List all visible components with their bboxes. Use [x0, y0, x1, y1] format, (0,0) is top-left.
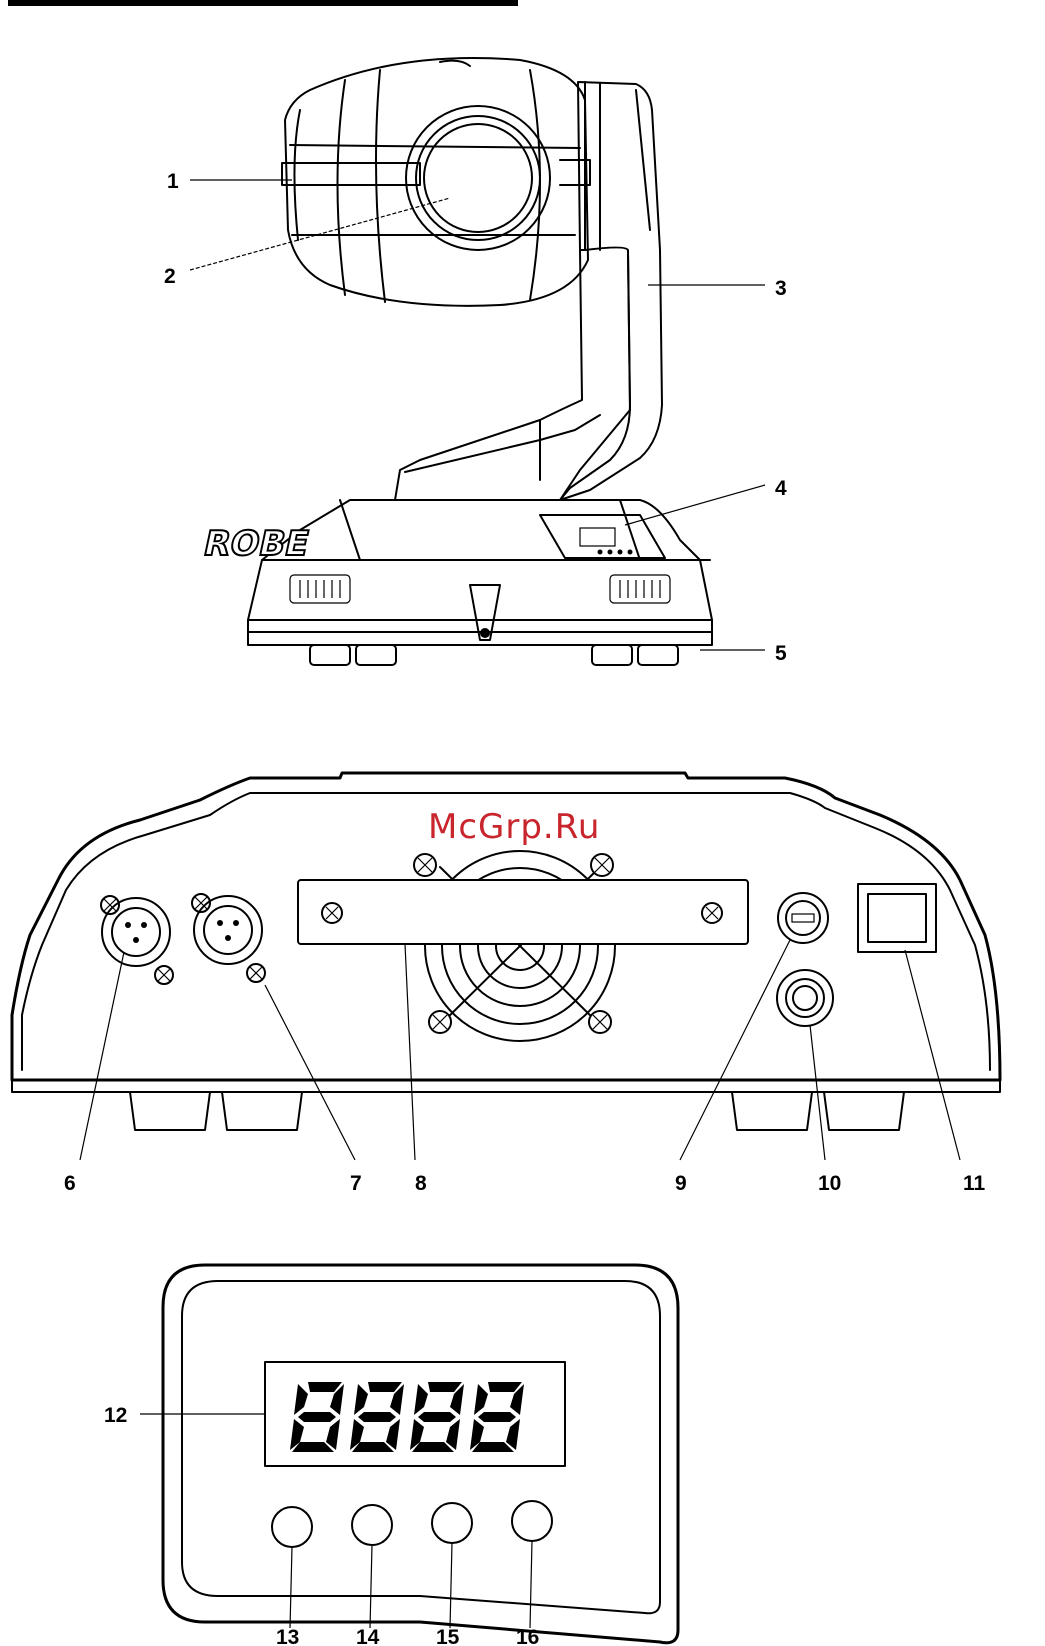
- callout-14: 14: [356, 1626, 380, 1646]
- callout-3: 3: [775, 277, 787, 300]
- digit-1-segment-f: [294, 1384, 308, 1415]
- panel-button-4: [512, 1501, 552, 1541]
- callout-16: 16: [516, 1626, 539, 1646]
- callout-1: 1: [167, 170, 179, 193]
- callout-4: 4: [775, 477, 787, 500]
- brand-logo: ROBE: [200, 524, 313, 564]
- callout-15: 15: [436, 1626, 460, 1646]
- callout-7: 7: [350, 1172, 362, 1195]
- fixture-side-view: ROBE: [190, 58, 765, 665]
- callout-11: 11: [963, 1172, 986, 1195]
- watermark: McGrp.Ru: [428, 807, 600, 847]
- panel-button-3: [432, 1503, 472, 1543]
- side-vent-right: [610, 575, 670, 603]
- power-input: [777, 970, 833, 1026]
- digit-3-segment-g: [418, 1412, 456, 1422]
- digit-4-segment-d: [472, 1442, 514, 1452]
- digit-2-segment-d: [352, 1442, 394, 1452]
- callout-6: 6: [64, 1172, 76, 1195]
- digit-1-segment-d: [292, 1442, 334, 1452]
- side-vent-left: [290, 575, 350, 603]
- callout-8: 8: [415, 1172, 427, 1195]
- callout-10: 10: [818, 1172, 841, 1195]
- digit-3-segment-a: [428, 1382, 462, 1392]
- digit-2-segment-c: [386, 1419, 400, 1450]
- callout-13: 13: [276, 1626, 299, 1646]
- panel-button-2: [352, 1505, 392, 1545]
- digit-1-segment-a: [308, 1382, 342, 1392]
- digit-3-segment-f: [414, 1384, 428, 1415]
- digit-4-segment-f: [474, 1384, 488, 1415]
- dmx-input-connector: [101, 896, 173, 984]
- fixture-rear-panel: McGrp.Ru: [12, 773, 1000, 1160]
- cover-plate: [298, 880, 748, 944]
- digit-2-segment-f: [354, 1384, 368, 1415]
- callout-12: 12: [104, 1404, 127, 1427]
- callout-9: 9: [675, 1172, 687, 1195]
- dmx-output-connector: [192, 894, 265, 982]
- digit-4-segment-g: [478, 1412, 516, 1422]
- panel-button-1: [272, 1507, 312, 1547]
- digit-4-segment-c: [506, 1419, 520, 1450]
- digit-1-segment-c: [326, 1419, 340, 1450]
- callout-5: 5: [775, 642, 787, 665]
- seven-segment-digits: [290, 1382, 524, 1452]
- callout-2: 2: [164, 265, 176, 288]
- digit-2-segment-g: [358, 1412, 396, 1422]
- digit-2-segment-a: [368, 1382, 402, 1392]
- header-rule: [8, 0, 518, 6]
- control-panel: [140, 1265, 678, 1643]
- digit-3-segment-c: [446, 1419, 460, 1450]
- fuse-holder: [778, 893, 828, 943]
- power-switch: [858, 884, 936, 952]
- digit-1-segment-g: [298, 1412, 336, 1422]
- digit-3-segment-d: [412, 1442, 454, 1452]
- digit-4-segment-a: [488, 1382, 522, 1392]
